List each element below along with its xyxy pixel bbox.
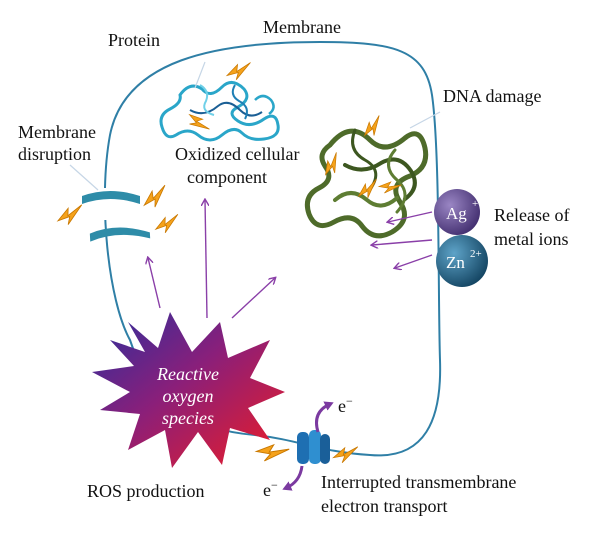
- ion-ag: Ag +: [434, 189, 480, 235]
- membrane-disruption-label-line2: disruption: [18, 144, 91, 164]
- ion-arrow-2: [372, 239, 433, 245]
- ion-ag-symbol: Ag: [446, 204, 467, 223]
- disruption-pointer: [69, 164, 99, 191]
- dna-strand-icon: [304, 114, 429, 239]
- ion-ag-charge: +: [472, 198, 478, 210]
- interrupted-label-line1: Interrupted transmembrane: [321, 472, 516, 492]
- dna-pointer: [409, 111, 441, 129]
- protein-pointer: [194, 61, 206, 89]
- membrane-channel-icon: [254, 430, 361, 466]
- release-label-line1: Release of: [494, 205, 569, 225]
- ion-arrow-3: [395, 254, 433, 268]
- protein-structure-icon: [159, 60, 280, 142]
- electron-label-bottom: e−: [263, 478, 278, 500]
- ros-label-line2: oxygen: [163, 386, 214, 406]
- ion-zn-sphere: [436, 235, 488, 287]
- membrane-label: Membrane: [263, 17, 341, 37]
- protein-label: Protein: [108, 30, 160, 50]
- ion-zn-symbol: Zn: [446, 253, 465, 272]
- interrupted-label-line2: electron transport: [321, 496, 447, 516]
- release-label-line2: metal ions: [494, 229, 569, 249]
- membrane-disruption-icon: [82, 191, 151, 242]
- electron-arrow-up: [315, 401, 334, 433]
- ion-zn-charge: 2+: [470, 248, 482, 260]
- ion-ag-sphere: [434, 189, 480, 235]
- oxidized-label-line2: component: [187, 167, 267, 187]
- burst-star-icon: [92, 312, 285, 468]
- arrow-to-dna: [231, 278, 275, 319]
- ros-label-line3: species: [162, 408, 214, 428]
- oxidized-label-line1: Oxidized cellular: [175, 144, 299, 164]
- ion-zn: Zn 2+: [436, 235, 488, 287]
- membrane-disruption-label-line1: Membrane: [18, 122, 96, 142]
- arrow-to-membrane: [148, 258, 161, 309]
- electron-arrow-down: [282, 465, 304, 491]
- ion-arrow-1: [388, 211, 433, 222]
- cell-membrane: [103, 40, 442, 457]
- dna-damage-label: DNA damage: [443, 86, 541, 106]
- arrow-to-oxidized: [205, 200, 207, 319]
- ros-production-label: ROS production: [87, 481, 205, 501]
- ros-label-line1: Reactive: [156, 364, 219, 384]
- electron-label-top: e−: [338, 394, 353, 416]
